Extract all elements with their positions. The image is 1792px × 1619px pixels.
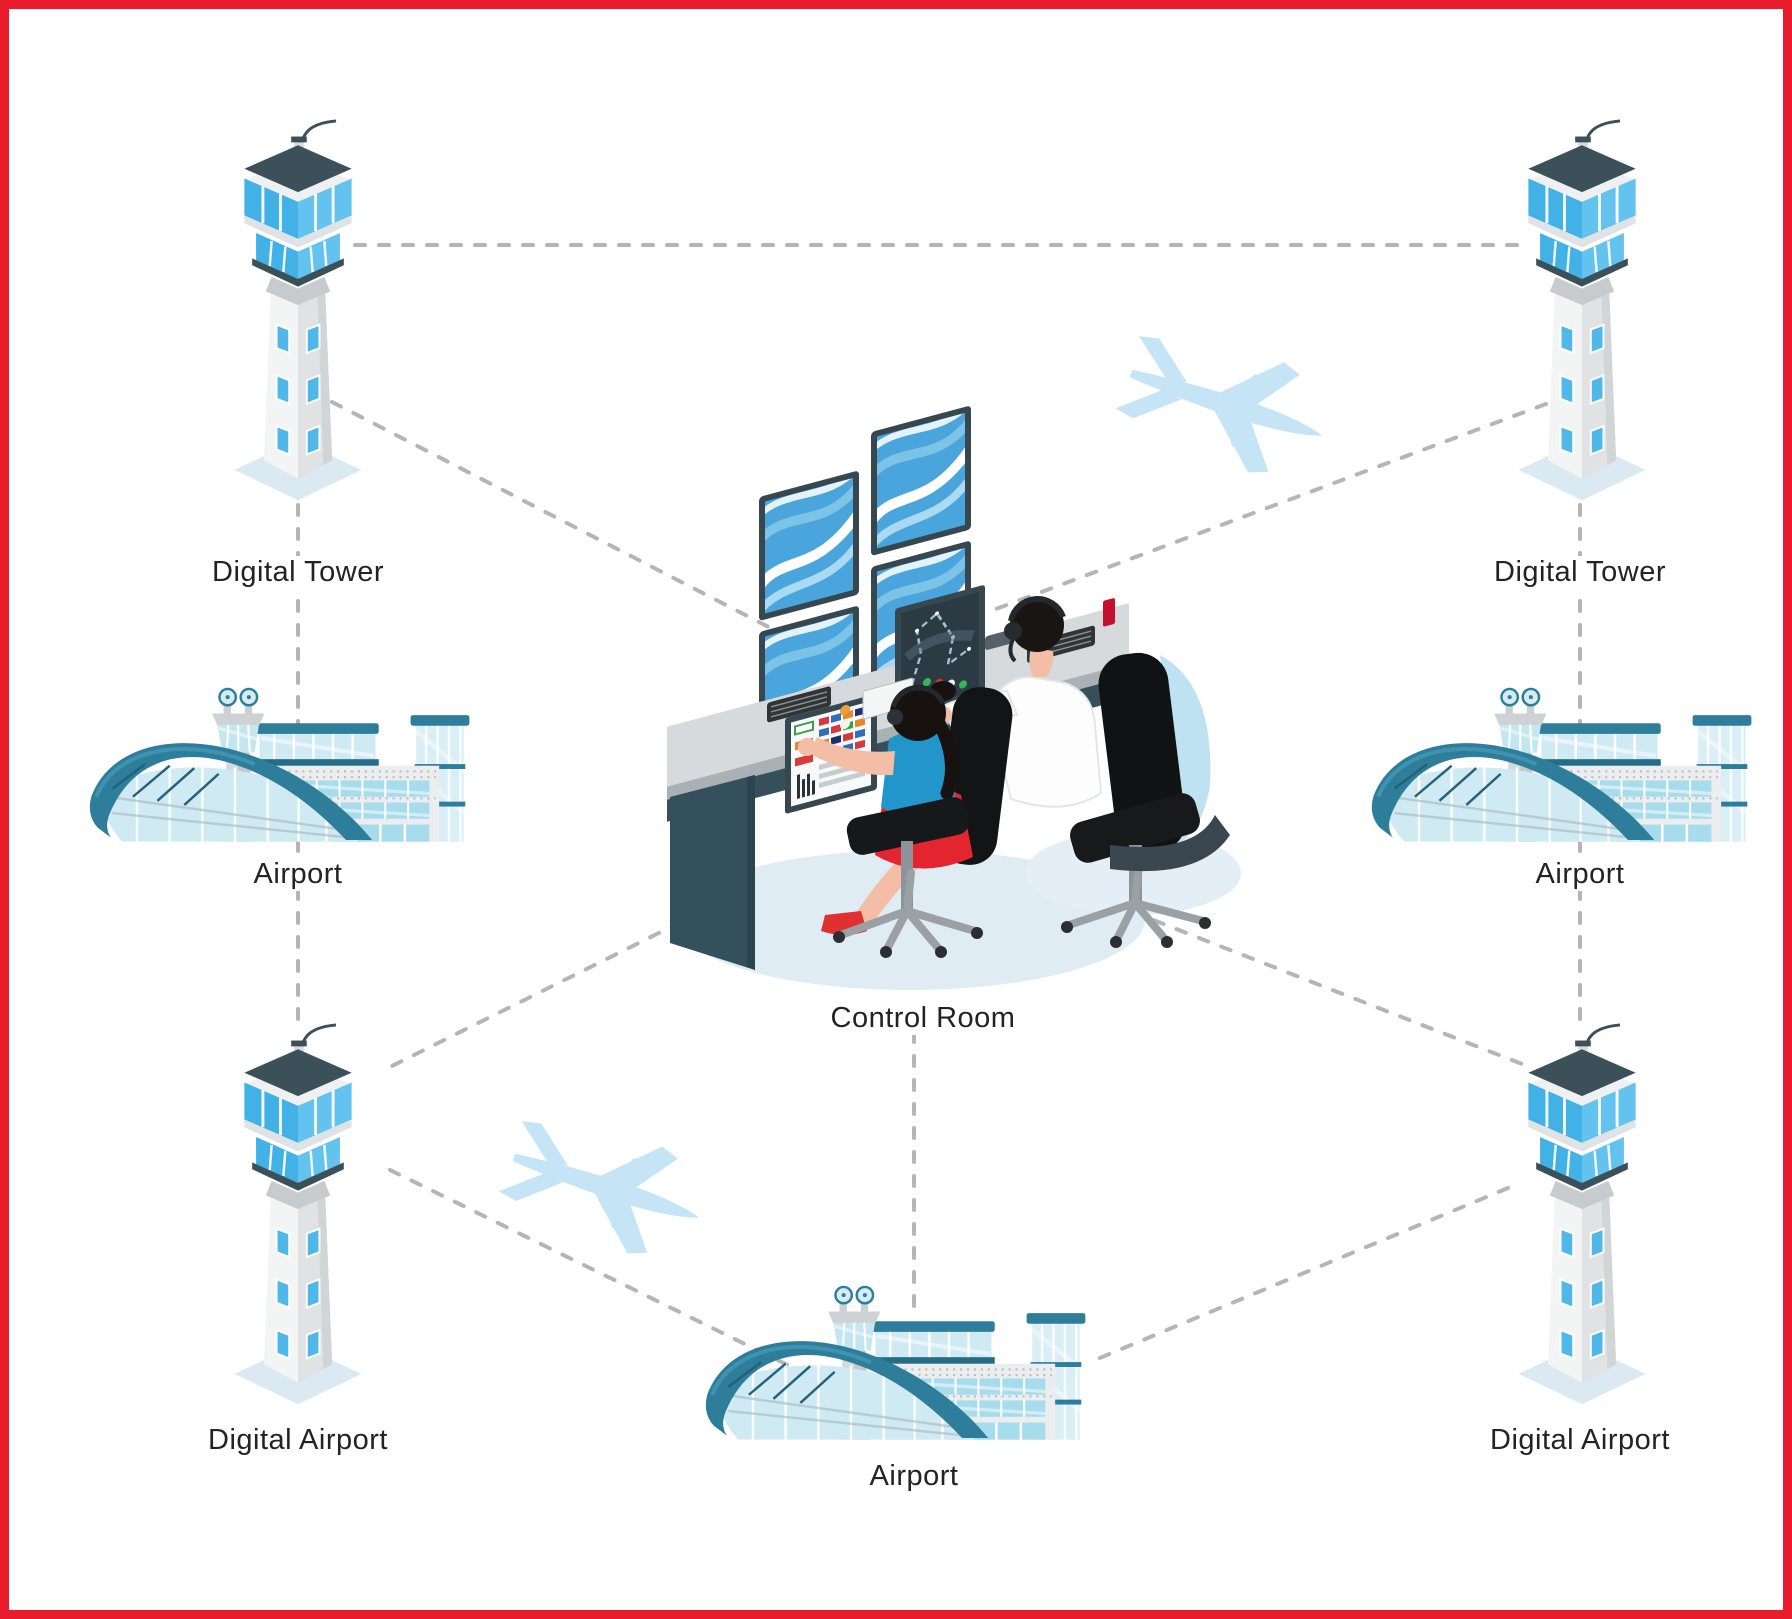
- airport-left-illustration: [90, 689, 470, 842]
- digital-airport-bottom-left-illustration: [233, 1023, 363, 1406]
- airport-right-illustration: [1372, 689, 1752, 842]
- airplane-icon: [492, 1102, 717, 1272]
- label-airport-right: Airport: [1525, 858, 1635, 891]
- label-digital-airport-bottom-left: Digital Airport: [198, 1424, 398, 1457]
- label-digital-tower-top-right: Digital Tower: [1484, 556, 1676, 589]
- label-digital-airport-bottom-right: Digital Airport: [1480, 1424, 1680, 1457]
- digital-tower-top-right-illustration: [1517, 119, 1647, 502]
- link-bottom-left-tower-to-airport: [388, 1168, 808, 1376]
- label-airport-bottom: Airport: [859, 1460, 969, 1493]
- link-bottom-right-tower-to-airport: [1093, 1186, 1510, 1362]
- control-room-illustration: [667, 359, 1241, 990]
- link-right-tower-to-control-room: [986, 402, 1548, 614]
- airport-bottom-illustration: [706, 1287, 1086, 1440]
- link-control-room-to-bottom-right-tower: [1018, 866, 1524, 1066]
- link-control-room-to-bottom-left-tower: [390, 888, 747, 1068]
- airplane-icon: [1109, 317, 1341, 491]
- wall-monitor: [871, 401, 971, 556]
- operator-man: [934, 595, 1230, 948]
- link-left-tower-to-control-room: [330, 400, 858, 674]
- digital-tower-top-left-illustration: [233, 119, 363, 502]
- operator-woman: [798, 681, 1013, 958]
- label-control-room: Control Room: [820, 1002, 1026, 1035]
- label-airport-left: Airport: [243, 858, 353, 891]
- label-digital-tower-top-left: Digital Tower: [202, 556, 394, 589]
- digital-airport-bottom-right-illustration: [1517, 1023, 1647, 1406]
- wall-monitor: [759, 466, 859, 621]
